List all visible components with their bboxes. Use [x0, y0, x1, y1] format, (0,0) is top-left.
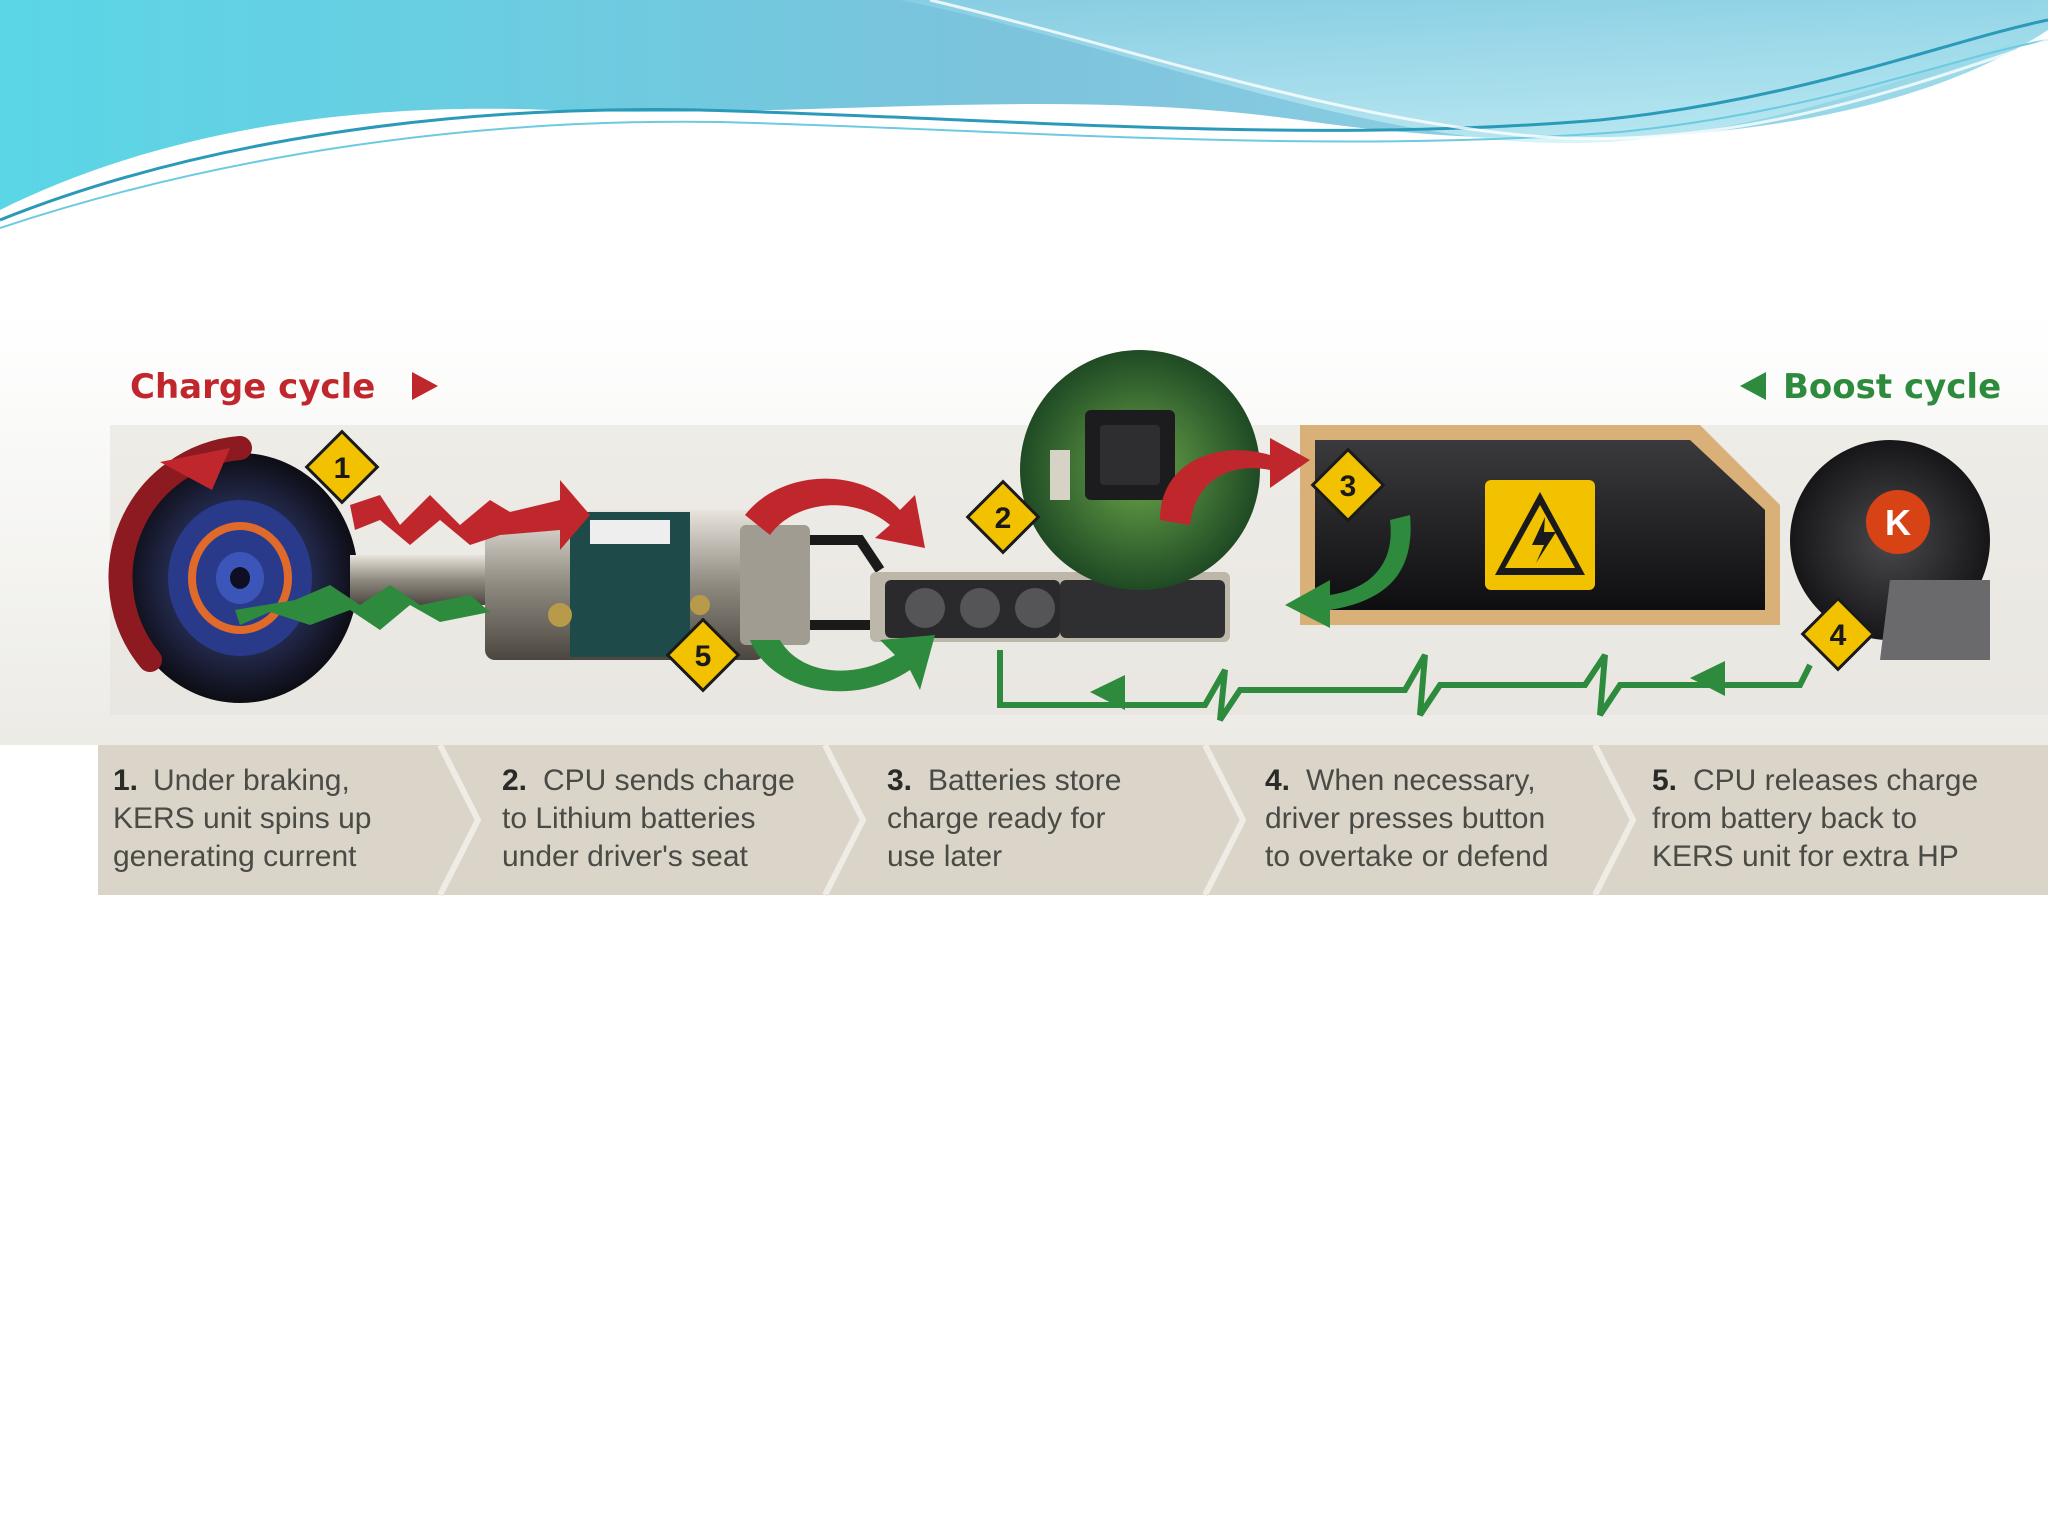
driver-k-button: K: [1790, 440, 1990, 660]
svg-text:4: 4: [1830, 619, 1847, 652]
wheel-illustration: [108, 436, 358, 703]
step-3-number: 3.: [887, 764, 912, 797]
step-2-line-2: to Lithium batteries: [502, 802, 755, 835]
badge-4: 4: [1800, 596, 1876, 672]
step-1-number: 1.: [113, 764, 138, 797]
step-5-line-2: from battery back to: [1652, 802, 1917, 835]
step-4-line-2: driver presses button: [1265, 802, 1545, 835]
cable-to-cpu: [810, 535, 885, 573]
step-4-line-3: to overtake or defend: [1265, 840, 1549, 873]
boost-cycle-label: Boost cycle: [1783, 367, 2001, 407]
step-3: 3. Batteries store charge ready for use …: [887, 764, 1121, 873]
boost-return-line: [997, 650, 1813, 722]
svg-text:2: 2: [995, 502, 1012, 535]
charge-flow-arrows: [350, 438, 1310, 550]
step-2: 2. CPU sends charge to Lithium batteries…: [502, 764, 795, 873]
svg-text:5: 5: [695, 640, 712, 673]
step-2-number: 2.: [502, 764, 527, 797]
step-2-line-1: CPU sends charge: [543, 764, 795, 797]
step-5: 5. CPU releases charge from battery back…: [1652, 764, 1978, 873]
step-1-line-2: KERS unit spins up: [113, 802, 371, 835]
badge-3: 3: [1310, 447, 1386, 523]
step-1-line-3: generating current: [113, 840, 357, 873]
step-4: 4. When necessary, driver presses button…: [1265, 764, 1549, 873]
step-4-number: 4.: [1265, 764, 1290, 797]
boost-flow-arrows: [235, 515, 1411, 692]
step-5-line-1: CPU releases charge: [1693, 764, 1978, 797]
step-5-line-3: KERS unit for extra HP: [1652, 840, 1959, 873]
step-4-line-1: When necessary,: [1306, 764, 1536, 797]
step-3-line-2: charge ready for: [887, 802, 1105, 835]
return-arrow-head-2: [1690, 661, 1725, 696]
badge-2: 2: [965, 479, 1041, 555]
k-button-letter: K: [1885, 502, 1911, 543]
cpu-board: [1020, 350, 1260, 590]
warning-high-voltage-icon: [1485, 480, 1595, 590]
badge-5: 5: [665, 617, 741, 693]
chevron-left-icon: [1740, 372, 1766, 400]
step-1-line-1: Under braking,: [153, 764, 350, 797]
step-1: 1. Under braking, KERS unit spins up gen…: [113, 764, 371, 873]
charge-cycle-label: Charge cycle: [130, 367, 375, 407]
steps-bar: [98, 743, 2048, 897]
svg-text:1: 1: [334, 452, 351, 485]
step-3-line-3: use later: [887, 840, 1002, 873]
badge-1: 1: [304, 429, 380, 505]
svg-text:3: 3: [1340, 470, 1357, 503]
kers-motor-unit: [485, 510, 810, 660]
return-arrow-head-1: [1090, 675, 1125, 710]
step-3-line-1: Batteries store: [928, 764, 1121, 797]
step-5-number: 5.: [1652, 764, 1677, 797]
header-wave: [0, 0, 2048, 229]
step-2-line-3: under driver's seat: [502, 840, 749, 873]
chevron-right-icon: [412, 372, 438, 400]
